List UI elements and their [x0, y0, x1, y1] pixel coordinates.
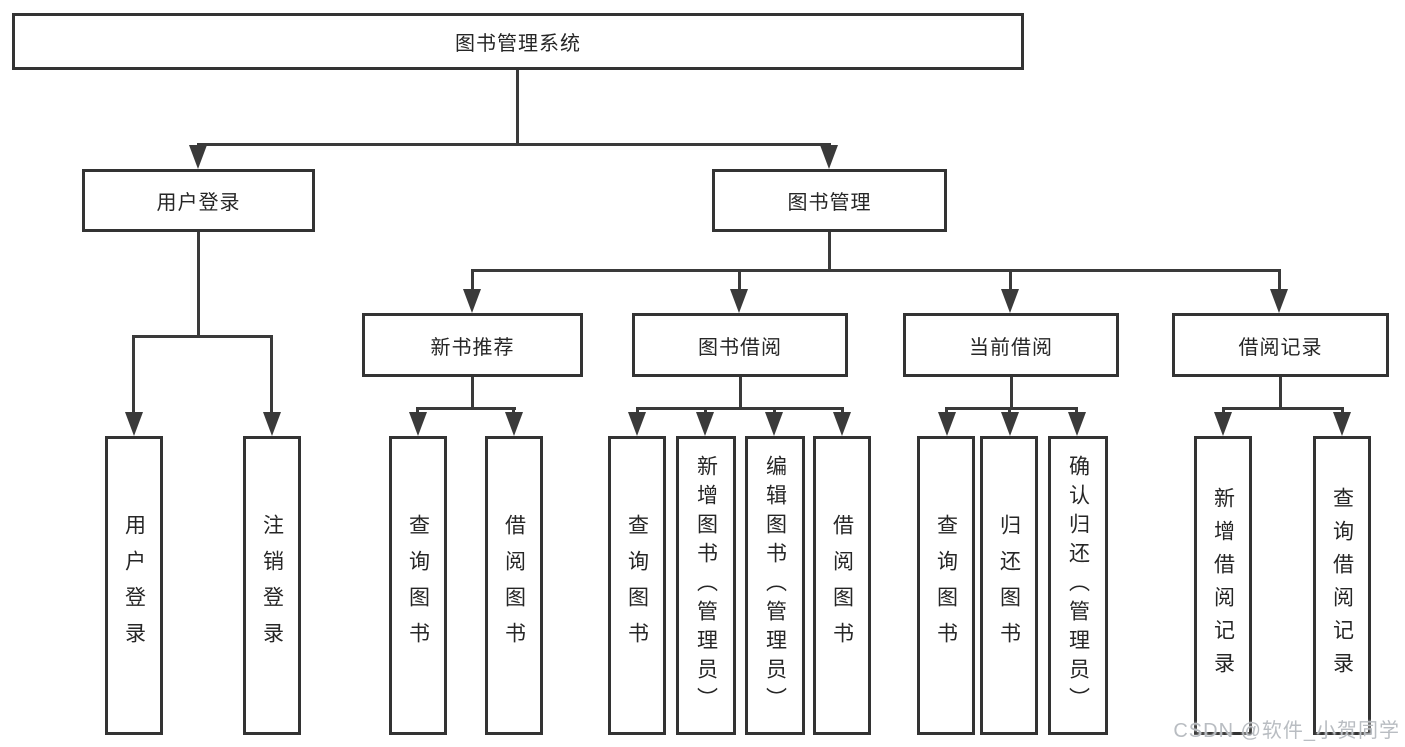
- leaf-query-borrow-record: 查询借阅记录: [1313, 436, 1371, 735]
- leaf-recommend-borrow-books: 借阅图书: [485, 436, 543, 735]
- node-label: 借阅图书: [830, 513, 854, 658]
- node-label: 查询图书: [406, 513, 430, 658]
- connector-line: [197, 232, 200, 338]
- connector-line: [1075, 407, 1078, 415]
- arrowhead-down-icon: [765, 412, 783, 436]
- leaf-borrow-books: 借阅图书: [813, 436, 871, 735]
- leaf-add-borrow-record: 新增借阅记录: [1194, 436, 1252, 735]
- connector-line: [512, 407, 515, 415]
- connector-line: [416, 407, 419, 415]
- node-label: 借阅图书: [502, 513, 526, 658]
- connector-line: [270, 335, 273, 414]
- connector-line: [132, 335, 135, 414]
- arrowhead-down-icon: [409, 412, 427, 436]
- arrowhead-down-icon: [730, 289, 748, 313]
- connector-line: [773, 407, 776, 415]
- connector-line: [704, 407, 707, 415]
- connector-line: [197, 143, 831, 146]
- connector-line: [132, 335, 273, 338]
- arrowhead-down-icon: [1001, 289, 1019, 313]
- node-borrowing-records: 借阅记录: [1172, 313, 1389, 377]
- leaf-user-login: 用户登录: [105, 436, 163, 735]
- connector-line: [1008, 407, 1011, 415]
- leaf-current-query-books: 查询图书: [917, 436, 975, 735]
- connector-line: [471, 269, 1281, 272]
- connector-line: [945, 407, 1078, 410]
- leaf-recommend-query-books: 查询图书: [389, 436, 447, 735]
- node-user-login: 用户登录: [82, 169, 315, 232]
- node-label: 编辑图书（管理员）: [763, 455, 787, 716]
- node-label: 新书推荐: [430, 336, 515, 359]
- arrowhead-down-icon: [463, 289, 481, 313]
- arrowhead-down-icon: [1001, 412, 1019, 436]
- node-new-book-recommendation: 新书推荐: [362, 313, 583, 377]
- node-label: 新增借阅记录: [1211, 486, 1235, 685]
- node-book-management: 图书管理: [712, 169, 947, 232]
- arrowhead-down-icon: [1214, 412, 1232, 436]
- connector-line: [636, 407, 844, 410]
- node-label: 图书借阅: [698, 336, 782, 359]
- arrowhead-down-icon: [125, 412, 143, 436]
- connector-line: [1009, 269, 1012, 291]
- node-current-borrowing: 当前借阅: [903, 313, 1119, 377]
- node-label: 图书管理系统: [455, 33, 581, 55]
- connector-line: [416, 407, 516, 410]
- connector-line: [1278, 269, 1281, 291]
- connector-line: [1222, 407, 1344, 410]
- arrowhead-down-icon: [938, 412, 956, 436]
- leaf-return-books: 归还图书: [980, 436, 1038, 735]
- node-label: 归还图书: [997, 513, 1021, 658]
- connector-line: [516, 70, 519, 145]
- arrowhead-down-icon: [1068, 412, 1086, 436]
- leaf-logout: 注销登录: [243, 436, 301, 735]
- node-label: 图书管理: [787, 192, 872, 214]
- node-label: 借阅记录: [1238, 336, 1323, 359]
- leaf-confirm-return-admin: 确认归还（管理员）: [1048, 436, 1108, 735]
- arrowhead-down-icon: [696, 412, 714, 436]
- node-root-library-management-system: 图书管理系统: [12, 13, 1024, 70]
- connector-line: [1279, 377, 1282, 410]
- node-label: 当前借阅: [969, 336, 1053, 359]
- arrowhead-down-icon: [505, 412, 523, 436]
- node-label: 用户登录: [156, 192, 241, 214]
- arrowhead-down-icon: [1270, 289, 1288, 313]
- arrowhead-down-icon: [833, 412, 851, 436]
- node-label: 注销登录: [260, 513, 284, 658]
- arrowhead-down-icon: [1333, 412, 1351, 436]
- connector-line: [828, 232, 831, 272]
- node-label: 用户登录: [122, 513, 146, 658]
- node-book-borrowing: 图书借阅: [632, 313, 848, 377]
- connector-line: [471, 269, 474, 291]
- arrowhead-down-icon: [628, 412, 646, 436]
- csdn-watermark: CSDN @软件_小贺同学: [1173, 720, 1400, 742]
- leaf-add-books-admin: 新增图书（管理员）: [676, 436, 736, 735]
- node-label: 确认归还（管理员）: [1066, 455, 1090, 716]
- connector-line: [1010, 377, 1013, 410]
- arrowhead-down-icon: [263, 412, 281, 436]
- node-label: 新增图书（管理员）: [694, 455, 718, 716]
- connector-line: [739, 377, 742, 410]
- node-label: 查询图书: [934, 513, 958, 658]
- node-label: 查询图书: [625, 513, 649, 658]
- leaf-edit-books-admin: 编辑图书（管理员）: [745, 436, 805, 735]
- node-label: 查询借阅记录: [1330, 486, 1354, 685]
- leaf-borrowing-query-books: 查询图书: [608, 436, 666, 735]
- connector-line: [471, 377, 474, 410]
- arrowhead-down-icon: [189, 145, 207, 169]
- connector-line: [636, 407, 639, 415]
- connector-line: [945, 407, 948, 415]
- connector-line: [841, 407, 844, 415]
- connector-line: [1341, 407, 1344, 415]
- connector-line: [738, 269, 741, 291]
- connector-line: [1222, 407, 1225, 415]
- arrowhead-down-icon: [820, 145, 838, 169]
